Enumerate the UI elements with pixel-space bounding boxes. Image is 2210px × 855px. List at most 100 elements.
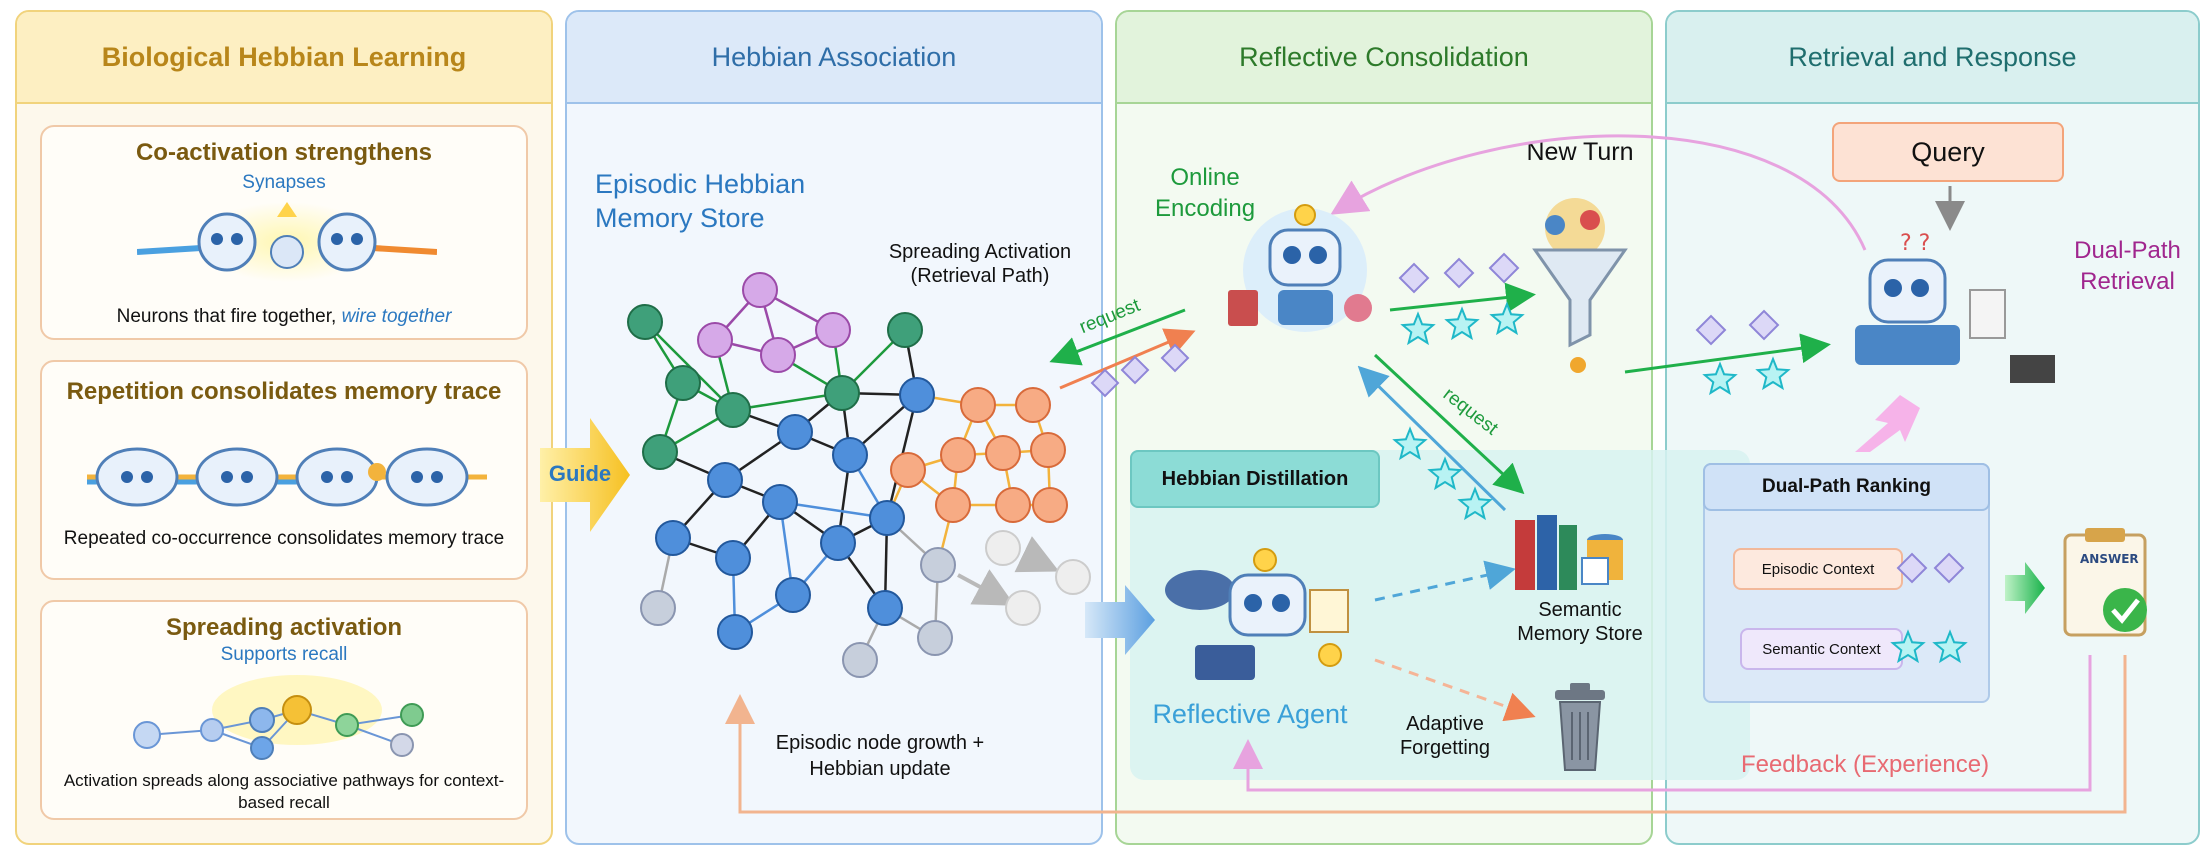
star-icon [1444, 306, 1480, 341]
repeated-robots-icon [87, 447, 487, 507]
growth-arrow [1014, 536, 1060, 573]
feedback-label: Feedback (Experience) [1740, 751, 1990, 778]
robot-icon [1228, 204, 1372, 332]
panel-title: Retrieval and Response [1667, 12, 2198, 104]
ranking-arrow [1855, 395, 1920, 452]
store-title: Episodic Hebbian Memory Store [595, 169, 806, 233]
star-icon [1427, 456, 1463, 491]
star-icon [1702, 361, 1738, 396]
graph-node [760, 337, 796, 373]
graph-edge [732, 391, 843, 412]
card-title: Spreading activation [165, 614, 403, 641]
graph-node [717, 614, 753, 650]
robot-icon [1165, 548, 1349, 680]
graph-node [775, 577, 811, 613]
graph-node [935, 487, 971, 523]
graph-node [832, 437, 868, 473]
graph-node [1032, 487, 1068, 523]
graph-node [920, 547, 956, 583]
graph-node [985, 530, 1021, 566]
graph-node [1015, 387, 1051, 423]
graph-node [940, 437, 976, 473]
graph-node [642, 434, 678, 470]
graph-node [715, 540, 751, 576]
robot-icon: ? ? [1855, 231, 2055, 383]
graph-node [742, 272, 778, 308]
graph-node [640, 590, 676, 626]
graph-node [1030, 432, 1066, 468]
response-arrow [1059, 328, 1196, 390]
star-icon [1932, 629, 1968, 664]
star-icon [1392, 426, 1428, 461]
graph-node [869, 500, 905, 536]
graph-node [887, 312, 923, 348]
new-turn-arrow [1330, 134, 1867, 251]
synapse-robots-icon [137, 202, 437, 282]
svg-text:? ?: ? ? [1900, 231, 1930, 256]
answer-arrow [2005, 562, 2045, 614]
answer-clipboard-icon: ANSWER [2063, 528, 2147, 637]
books-icon [1515, 515, 1623, 590]
panel-hebbian-association: Hebbian Association [565, 10, 1103, 845]
graph-node [995, 487, 1031, 523]
graph-node [715, 392, 751, 428]
graph-node [1005, 590, 1041, 626]
diamond-icon [1090, 252, 1965, 584]
consolidate-arrow [1085, 585, 1155, 655]
graph-node [824, 375, 860, 411]
semantic-return-arrow [1357, 365, 1507, 512]
card-subtitle: Synapses [242, 172, 326, 193]
distillation-label: Hebbian Distillation [1130, 450, 1380, 508]
graph-node [890, 452, 926, 488]
card-repetition: Repetition consolidates memory trace Rep… [40, 360, 528, 580]
request-arrow [1049, 308, 1186, 366]
spreading-label: Spreading Activation (Retrieval Path) [888, 241, 1072, 287]
ranking-title: Dual-Path Ranking [1703, 463, 1990, 511]
card-subtitle: Supports recall [220, 644, 348, 665]
graph-node [917, 620, 953, 656]
graph-node [627, 304, 663, 340]
feedback-orange-line [725, 655, 2127, 814]
trash-icon [1555, 683, 1605, 771]
star-icon [1400, 311, 1436, 346]
graph-node [820, 525, 856, 561]
growth-label: Episodic node growth + Hebbian update [775, 732, 985, 780]
star-icon [1489, 301, 1525, 336]
graph-node [707, 462, 743, 498]
new-turn-label: New Turn [1526, 138, 1634, 166]
semantic-context: Semantic Context [1740, 628, 1903, 670]
growth-arrow [957, 569, 1016, 606]
card-text: Activation spreads along associative pat… [63, 771, 505, 812]
card-spreading: Spreading activation Supports recall Act… [40, 600, 528, 820]
star-icon [1457, 486, 1493, 521]
to-funnel-arrow [1389, 282, 1536, 313]
card-text: Neurons that fire together, wire togethe… [116, 306, 452, 327]
graph-node [655, 520, 691, 556]
agent-label: Reflective Agent [1152, 699, 1348, 729]
feedback-pink-line [1233, 655, 2092, 792]
graph-node [960, 387, 996, 423]
graph-node [842, 642, 878, 678]
card-title: Repetition consolidates memory trace [66, 378, 502, 405]
graph-node [697, 322, 733, 358]
graph-node [1055, 559, 1091, 595]
panel-title: Biological Hebbian Learning [17, 12, 551, 104]
card-title: Co-activation strengthens [135, 139, 433, 166]
answer-text: ANSWER [2080, 552, 2139, 566]
card-text: Repeated co-occurrence consolidates memo… [63, 528, 505, 549]
star-icon [1392, 301, 1968, 664]
graph-node [777, 414, 813, 450]
guide-arrow [540, 418, 630, 532]
graph-edge [779, 500, 888, 520]
to-retrieval-arrow [1624, 333, 1831, 374]
guide-label: Guide [548, 461, 612, 486]
graph-node [985, 435, 1021, 471]
card-coactivation: Co-activation strengthens Synapses Neuro… [40, 125, 528, 340]
graph-node [867, 590, 903, 626]
online-encoding-label: Online Encoding [1155, 164, 1256, 222]
query-box: Query [1832, 122, 2064, 182]
graph-node [762, 484, 798, 520]
star-icon [1755, 356, 1791, 391]
panel-title: Reflective Consolidation [1117, 12, 1651, 104]
